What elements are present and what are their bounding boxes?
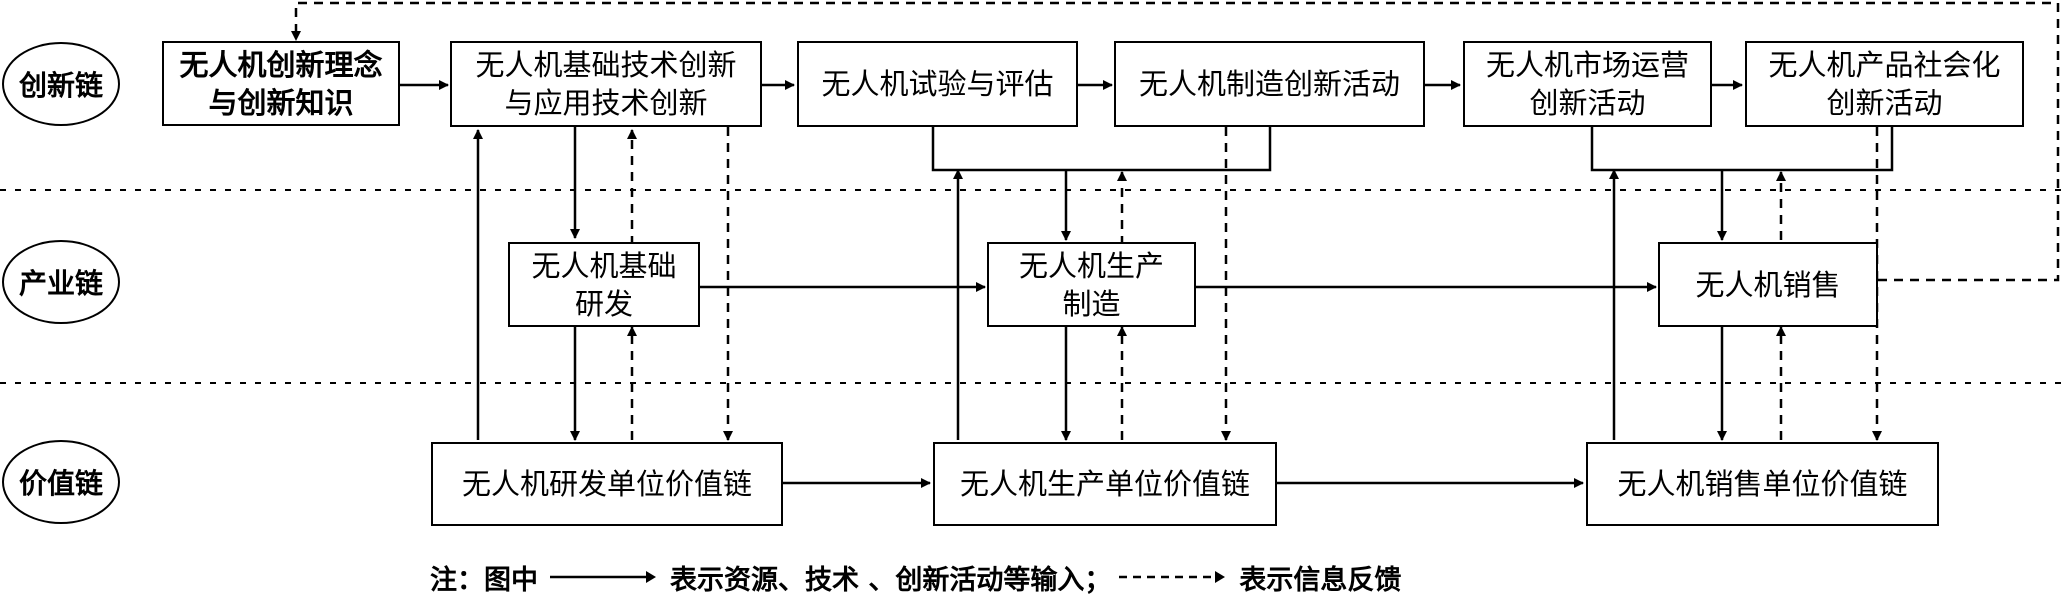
feedback-loop-sales-to-concept (291, 1, 2060, 282)
bracket-test-manufacturing (931, 127, 1272, 172)
value-sales-label: 无人机销售单位价值链 (1617, 467, 1908, 501)
value-production-box: 无人机生产单位价值链 (933, 442, 1277, 526)
bracket-market-social (1590, 127, 1894, 172)
value-rnd-box: 无人机研发单位价值链 (431, 442, 783, 526)
legend: 注：图中 表示资源、技术 、创新活动等输入； 表示信息反馈 (430, 560, 1402, 596)
test-eval-label: 无人机试验与评估 (821, 67, 1054, 101)
industry-sales-label: 无人机销售 (1695, 267, 1841, 302)
legend-solid-arrow-icon (550, 571, 656, 583)
industry-production-box: 无人机生产 制造 (987, 242, 1196, 327)
basic-tech-box: 无人机基础技术创新 与应用技术创新 (450, 41, 762, 127)
basic-tech-label: 无人机基础技术创新 与应用技术创新 (475, 48, 737, 120)
legend-dashed-meaning: 表示信息反馈 (1239, 564, 1402, 596)
value-chain-label: 价值链 (18, 467, 103, 500)
industry-rnd-label: 无人机基础 研发 (531, 248, 677, 321)
industry-chain-label: 产业链 (18, 267, 103, 300)
legend-prefix: 注：图中 (430, 564, 538, 596)
innovation-chain-label: 创新链 (18, 69, 103, 102)
test-eval-box: 无人机试验与评估 (797, 41, 1078, 127)
concept-label: 无人机创新理念 与创新知识 (179, 47, 383, 120)
industry-rnd-box: 无人机基础 研发 (508, 242, 700, 327)
market-label: 无人机市场运营 创新活动 (1485, 48, 1689, 120)
value-production-label: 无人机生产单位价值链 (959, 467, 1250, 501)
manufacturing-box: 无人机制造创新活动 (1114, 41, 1425, 127)
industry-chain-oval: 产业链 (2, 240, 120, 324)
legend-solid-meaning: 表示资源、技术 、创新活动等输入； (670, 564, 1112, 596)
social-box: 无人机产品社会化 创新活动 (1745, 41, 2024, 127)
social-label: 无人机产品社会化 创新活动 (1768, 48, 2001, 120)
concept-box: 无人机创新理念 与创新知识 (162, 41, 400, 126)
market-box: 无人机市场运营 创新活动 (1463, 41, 1712, 127)
industry-production-label: 无人机生产 制造 (1018, 248, 1164, 321)
legend-dashed-arrow-icon (1119, 571, 1226, 583)
industry-sales-box: 无人机销售 (1658, 242, 1878, 327)
value-chain-oval: 价值链 (2, 440, 120, 524)
manufacturing-label: 无人机制造创新活动 (1138, 67, 1400, 101)
value-rnd-label: 无人机研发单位价值链 (461, 467, 752, 501)
value-sales-box: 无人机销售单位价值链 (1586, 442, 1939, 526)
innovation-chain-oval: 创新链 (2, 42, 120, 126)
